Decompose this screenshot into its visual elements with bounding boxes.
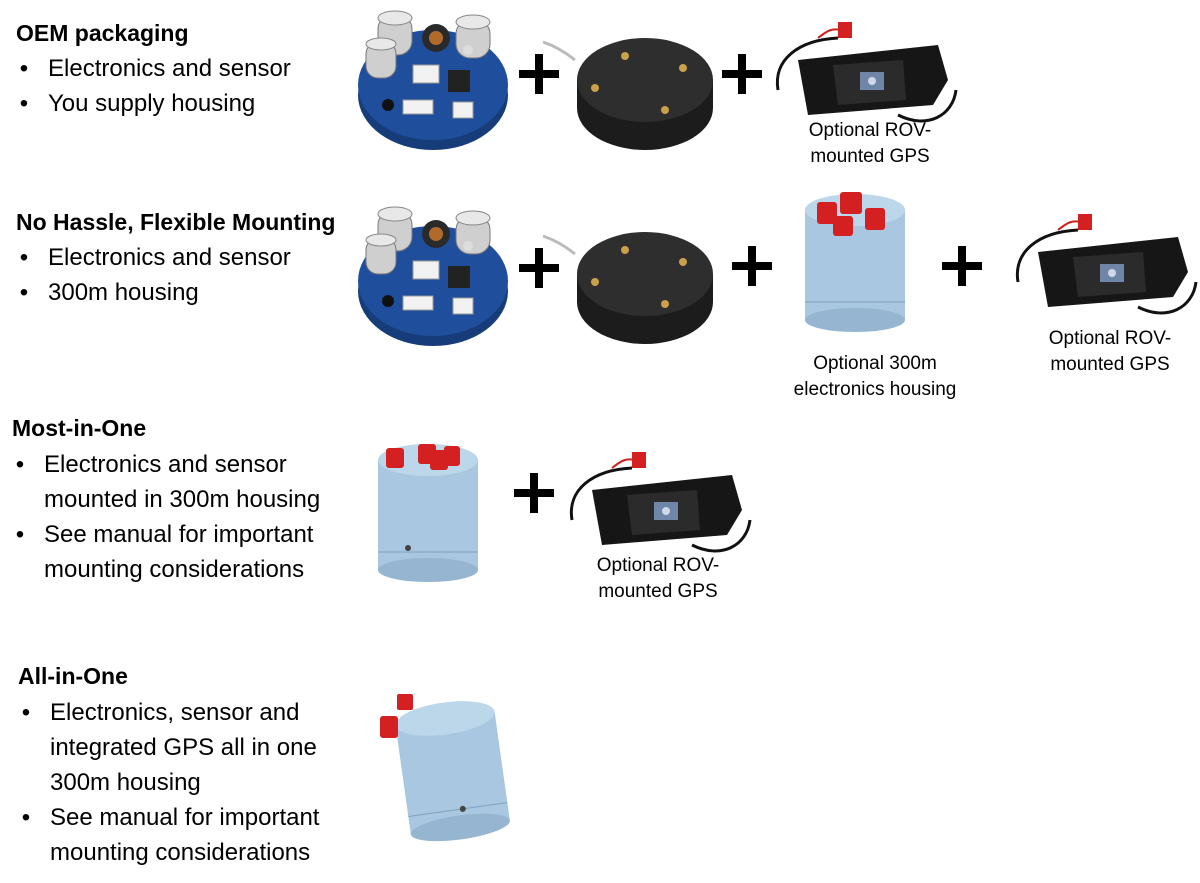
connector-icon <box>444 446 460 466</box>
connector-icon <box>397 694 413 710</box>
list-item: • See manual for important mounting consi… <box>18 800 320 870</box>
section-title-all-in-one: All-in-One <box>18 663 128 689</box>
bullet-text: See manual for important mounting consid… <box>50 804 320 866</box>
electronics-board-image <box>357 10 509 151</box>
connector-icon <box>380 716 398 738</box>
sensor-puck-image <box>541 230 715 346</box>
connector-icon <box>840 192 862 214</box>
list-item: • You supply housing <box>16 86 291 121</box>
plus-icon <box>722 54 762 94</box>
bullet-dot: • <box>15 451 25 478</box>
housing-300m-image <box>804 192 906 333</box>
plus-icon <box>519 248 559 288</box>
all-in-one-housing-image <box>380 694 513 847</box>
list-item: • Electronics and sensor <box>16 51 291 86</box>
bullet-text: Electronics and sensor mounted in 300m h… <box>44 451 321 513</box>
bullet-dot: • <box>21 804 31 831</box>
bullet-list-all-in-one: • Electronics, sensor and integrated GPS … <box>18 695 320 870</box>
plus-icon <box>732 246 772 286</box>
bullet-dot: • <box>19 90 29 117</box>
bullet-text: Electronics and sensor <box>48 244 291 271</box>
rov-gps-image <box>569 450 752 553</box>
connector-icon <box>386 448 404 468</box>
housing-300m-assembled-image <box>377 443 479 583</box>
bullet-text: See manual for important mounting consid… <box>44 521 314 583</box>
plus-icon <box>519 54 559 94</box>
list-item: • Electronics and sensor <box>16 240 291 275</box>
list-item: • Electronics, sensor and integrated GPS … <box>18 695 319 800</box>
bullet-text: You supply housing <box>48 90 256 117</box>
bullet-text: 300m housing <box>48 279 199 306</box>
sensor-puck-image <box>541 36 715 152</box>
connector-icon <box>865 208 885 230</box>
plus-icon <box>942 246 982 286</box>
list-item: • See manual for important mounting consi… <box>12 517 320 587</box>
bullet-list-oem: • Electronics and sensor • You supply hous… <box>16 51 291 121</box>
electronics-board-image <box>357 206 509 347</box>
bullet-text: Electronics, sensor and integrated GPS a… <box>50 699 317 796</box>
connector-icon <box>430 450 448 470</box>
caption-optional-gps: Optional ROV- mounted GPS <box>596 555 720 602</box>
bullet-dot: • <box>21 699 31 726</box>
bullet-dot: • <box>19 244 29 271</box>
bullet-list-most-in-one: • Electronics and sensor mounted in 300m … <box>12 447 320 587</box>
section-title-oem: OEM packaging <box>16 20 189 46</box>
caption-optional-gps: Optional ROV- mounted GPS <box>1048 328 1172 375</box>
bullet-dot: • <box>19 279 29 306</box>
section-title-most-in-one: Most-in-One <box>12 415 147 441</box>
bullet-dot: • <box>19 55 29 82</box>
connector-icon <box>833 216 853 236</box>
list-item: • 300m housing <box>16 275 291 310</box>
rov-gps-image <box>1015 212 1198 315</box>
bullet-text: Electronics and sensor <box>48 55 291 82</box>
list-item: • Electronics and sensor mounted in 300m … <box>12 447 320 517</box>
section-title-no-hassle: No Hassle, Flexible Mounting <box>16 209 336 235</box>
bullet-list-no-hassle: • Electronics and sensor • 300m housing <box>16 240 291 310</box>
rov-gps-image <box>775 20 958 123</box>
bullet-dot: • <box>15 521 25 548</box>
caption-optional-housing: Optional 300m electronics housing <box>793 353 957 400</box>
plus-icon <box>514 473 554 513</box>
connector-icon <box>817 202 837 224</box>
caption-optional-gps: Optional ROV- mounted GPS <box>808 120 932 167</box>
